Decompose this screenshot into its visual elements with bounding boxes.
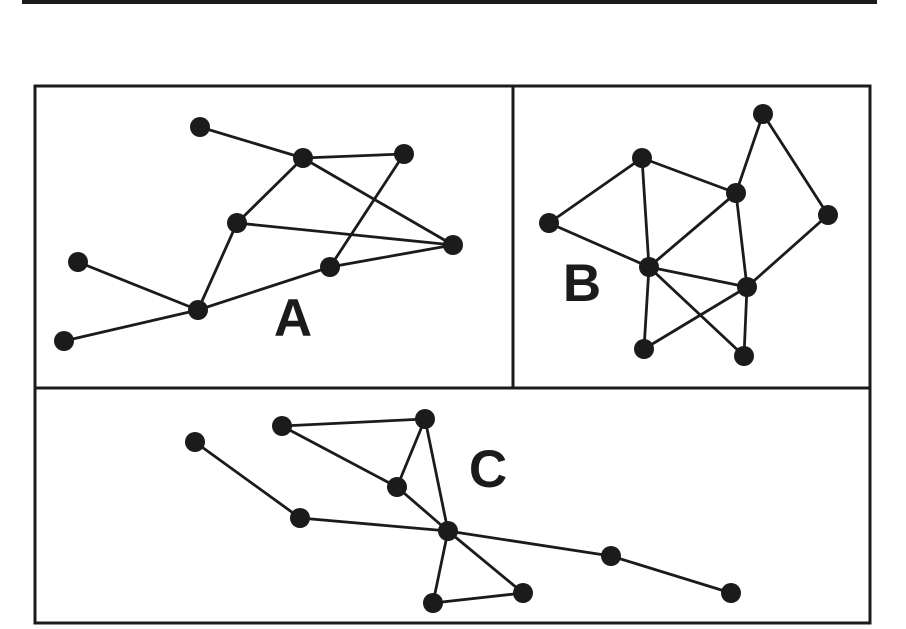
graph-edge-b5-b6	[547, 221, 651, 269]
panel-label-B: B	[563, 254, 601, 313]
graph-node-a7	[68, 252, 88, 272]
graph-edge-c6-c10	[431, 529, 450, 605]
graph-edge-a3-a6	[328, 152, 406, 269]
graph-edge-a1-a2	[198, 125, 305, 160]
graph-node-c2	[272, 416, 292, 436]
graph-edge-a2-a5	[301, 156, 455, 247]
graph-node-b3	[726, 183, 746, 203]
graph-node-b4	[818, 205, 838, 225]
graph-edge-b2-b3	[640, 156, 738, 195]
panel-label-C: C	[469, 440, 507, 499]
graph-edge-c6-c7	[446, 529, 613, 558]
graph-node-a3	[394, 144, 414, 164]
graph-edge-a2-a4	[235, 156, 305, 225]
graph-node-c9	[513, 583, 533, 603]
graph-node-a4	[227, 213, 247, 233]
panel-B: B	[511, 84, 872, 390]
graph-edge-b6-b8	[642, 265, 651, 351]
graph-edge-a7-a8	[76, 260, 200, 312]
graph-edge-a2-a3	[301, 152, 406, 160]
graph-edge-c3-c6	[423, 417, 450, 533]
graph-node-b8	[634, 339, 654, 359]
graph-node-a9	[54, 331, 74, 351]
graph-edge-a9-a8	[62, 308, 200, 343]
graph-edge-c1-c5	[193, 440, 302, 520]
graph-edge-b6-b9	[647, 265, 746, 358]
graph-node-c1	[185, 432, 205, 452]
graph-edge-b1-b4	[761, 112, 830, 217]
graph-edge-b7-b8	[642, 285, 749, 351]
graph-node-b2	[632, 148, 652, 168]
graph-edge-b6-b7	[647, 265, 749, 289]
graph-edge-b4-b7	[745, 213, 830, 289]
graph-edge-a4-a5	[235, 221, 455, 247]
graph-node-a1	[190, 117, 210, 137]
graph-node-b6	[639, 257, 659, 277]
graph-edge-c5-c6	[298, 516, 450, 533]
panel-label-A: A	[274, 289, 312, 348]
graph-node-b7	[737, 277, 757, 297]
graph-edge-c3-c4	[395, 417, 427, 489]
graph-node-c4	[387, 477, 407, 497]
graph-node-b5	[539, 213, 559, 233]
graph-node-c7	[601, 546, 621, 566]
panel-B-border	[511, 84, 872, 390]
graph-edge-c2-c4	[280, 424, 399, 489]
graph-node-a6	[320, 257, 340, 277]
panel-C-border	[33, 386, 872, 625]
graph-node-c3	[415, 409, 435, 429]
graph-edge-c10-c9	[431, 591, 525, 605]
graph-node-c5	[290, 508, 310, 528]
page-top-rule	[22, 0, 877, 4]
graph-node-a8	[188, 300, 208, 320]
graph-node-c6	[438, 521, 458, 541]
graph-edge-b7-b9	[742, 285, 749, 358]
graph-edge-c2-c3	[280, 417, 427, 428]
panel-A: A	[33, 84, 515, 390]
graph-edge-b1-b3	[734, 112, 765, 195]
graph-edge-b3-b7	[734, 191, 749, 289]
graph-edge-a6-a5	[328, 243, 455, 269]
graph-edge-b2-b6	[640, 156, 651, 269]
panel-C: C	[33, 386, 872, 625]
graph-node-a2	[293, 148, 313, 168]
graph-node-b1	[753, 104, 773, 124]
graph-edge-c6-c9	[446, 529, 525, 595]
graph-edge-a4-a8	[196, 221, 239, 312]
graph-edge-c4-c6	[395, 485, 450, 533]
graph-node-c10	[423, 593, 443, 613]
graph-node-c8	[721, 583, 741, 603]
graph-node-a5	[443, 235, 463, 255]
graph-node-b9	[734, 346, 754, 366]
graph-edge-c7-c8	[609, 554, 733, 595]
graph-edge-b2-b5	[547, 156, 644, 225]
graph-edge-b3-b6	[647, 191, 738, 269]
graph-edge-a6-a8	[196, 265, 332, 312]
